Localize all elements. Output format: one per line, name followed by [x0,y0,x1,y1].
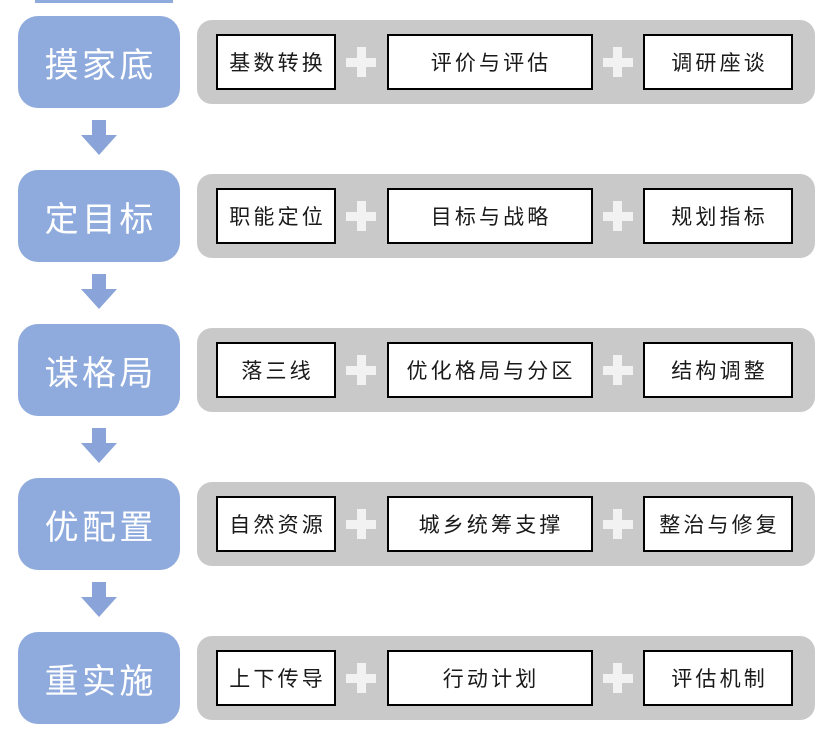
step-label: 评估机制 [671,668,768,691]
step-box: 落三线 [216,342,336,398]
step-label: 调研座谈 [671,52,768,75]
plus-icon [346,201,377,231]
stage-box: 摸家底 [18,16,180,108]
top-edge-shape [35,0,173,3]
down-arrow-icon [81,582,117,617]
stage-label: 重实施 [44,662,157,701]
step-label: 上下传导 [229,668,326,691]
stage-label: 优配置 [44,508,157,547]
step-label: 目标与战略 [430,206,552,229]
step-box: 行动计划 [386,650,593,706]
step-label: 整治与修复 [659,514,780,537]
step-box: 评估机制 [643,650,793,706]
flow-row: 谋格局 落三线 优化格局与分区 结构调整 [0,324,837,463]
step-box: 自然资源 [216,496,336,552]
down-arrow-icon [81,120,117,155]
step-label: 规划指标 [671,206,768,229]
step-box: 规划指标 [643,188,793,244]
down-arrow-icon [81,428,117,463]
step-label: 优化格局与分区 [406,360,576,383]
step-label: 行动计划 [442,668,540,691]
step-box: 优化格局与分区 [386,342,593,398]
plus-icon [602,355,633,385]
plus-icon [602,47,633,77]
step-box: 基数转换 [216,34,336,90]
stage-label: 谋格局 [44,354,157,393]
plus-icon [602,663,633,693]
stage-label: 定目标 [44,200,157,239]
step-box: 目标与战略 [386,188,593,244]
step-box: 评价与评估 [386,34,593,90]
steps-bar: 基数转换 评价与评估 调研座谈 [197,20,815,104]
plus-icon [346,355,377,385]
stage-box: 优配置 [18,478,180,570]
step-box: 调研座谈 [643,34,793,90]
plus-icon [602,509,633,539]
step-box: 上下传导 [216,650,336,706]
flow-rows: 摸家底 基数转换 评价与评估 调研座谈 定目标 职能定位 [0,16,837,724]
stage-box: 谋格局 [18,324,180,416]
step-label: 自然资源 [229,514,326,537]
steps-bar: 自然资源 城乡统筹支撑 整治与修复 [197,482,815,566]
step-box: 整治与修复 [643,496,793,552]
step-label: 职能定位 [229,206,326,229]
steps-bar: 职能定位 目标与战略 规划指标 [197,174,815,258]
flow-row: 重实施 上下传导 行动计划 评估机制 [0,632,837,724]
step-box: 结构调整 [643,342,793,398]
plus-icon [346,663,377,693]
plus-icon [346,509,377,539]
step-label: 结构调整 [671,360,768,383]
stage-box: 定目标 [18,170,180,262]
flow-row: 定目标 职能定位 目标与战略 规划指标 [0,170,837,309]
step-box: 职能定位 [216,188,336,244]
plus-icon [346,47,377,77]
stage-box: 重实施 [18,632,180,724]
step-box: 城乡统筹支撑 [386,496,593,552]
step-label: 评价与评估 [430,52,552,75]
steps-bar: 落三线 优化格局与分区 结构调整 [197,328,815,412]
stage-label: 摸家底 [44,46,157,85]
steps-bar: 上下传导 行动计划 评估机制 [197,636,815,720]
step-label: 城乡统筹支撑 [418,514,564,537]
flow-row: 摸家底 基数转换 评价与评估 调研座谈 [0,16,837,155]
down-arrow-icon [81,274,117,309]
step-label: 基数转换 [229,52,326,75]
plus-icon [602,201,633,231]
flow-row: 优配置 自然资源 城乡统筹支撑 整治与修复 [0,478,837,617]
step-label: 落三线 [241,360,314,383]
